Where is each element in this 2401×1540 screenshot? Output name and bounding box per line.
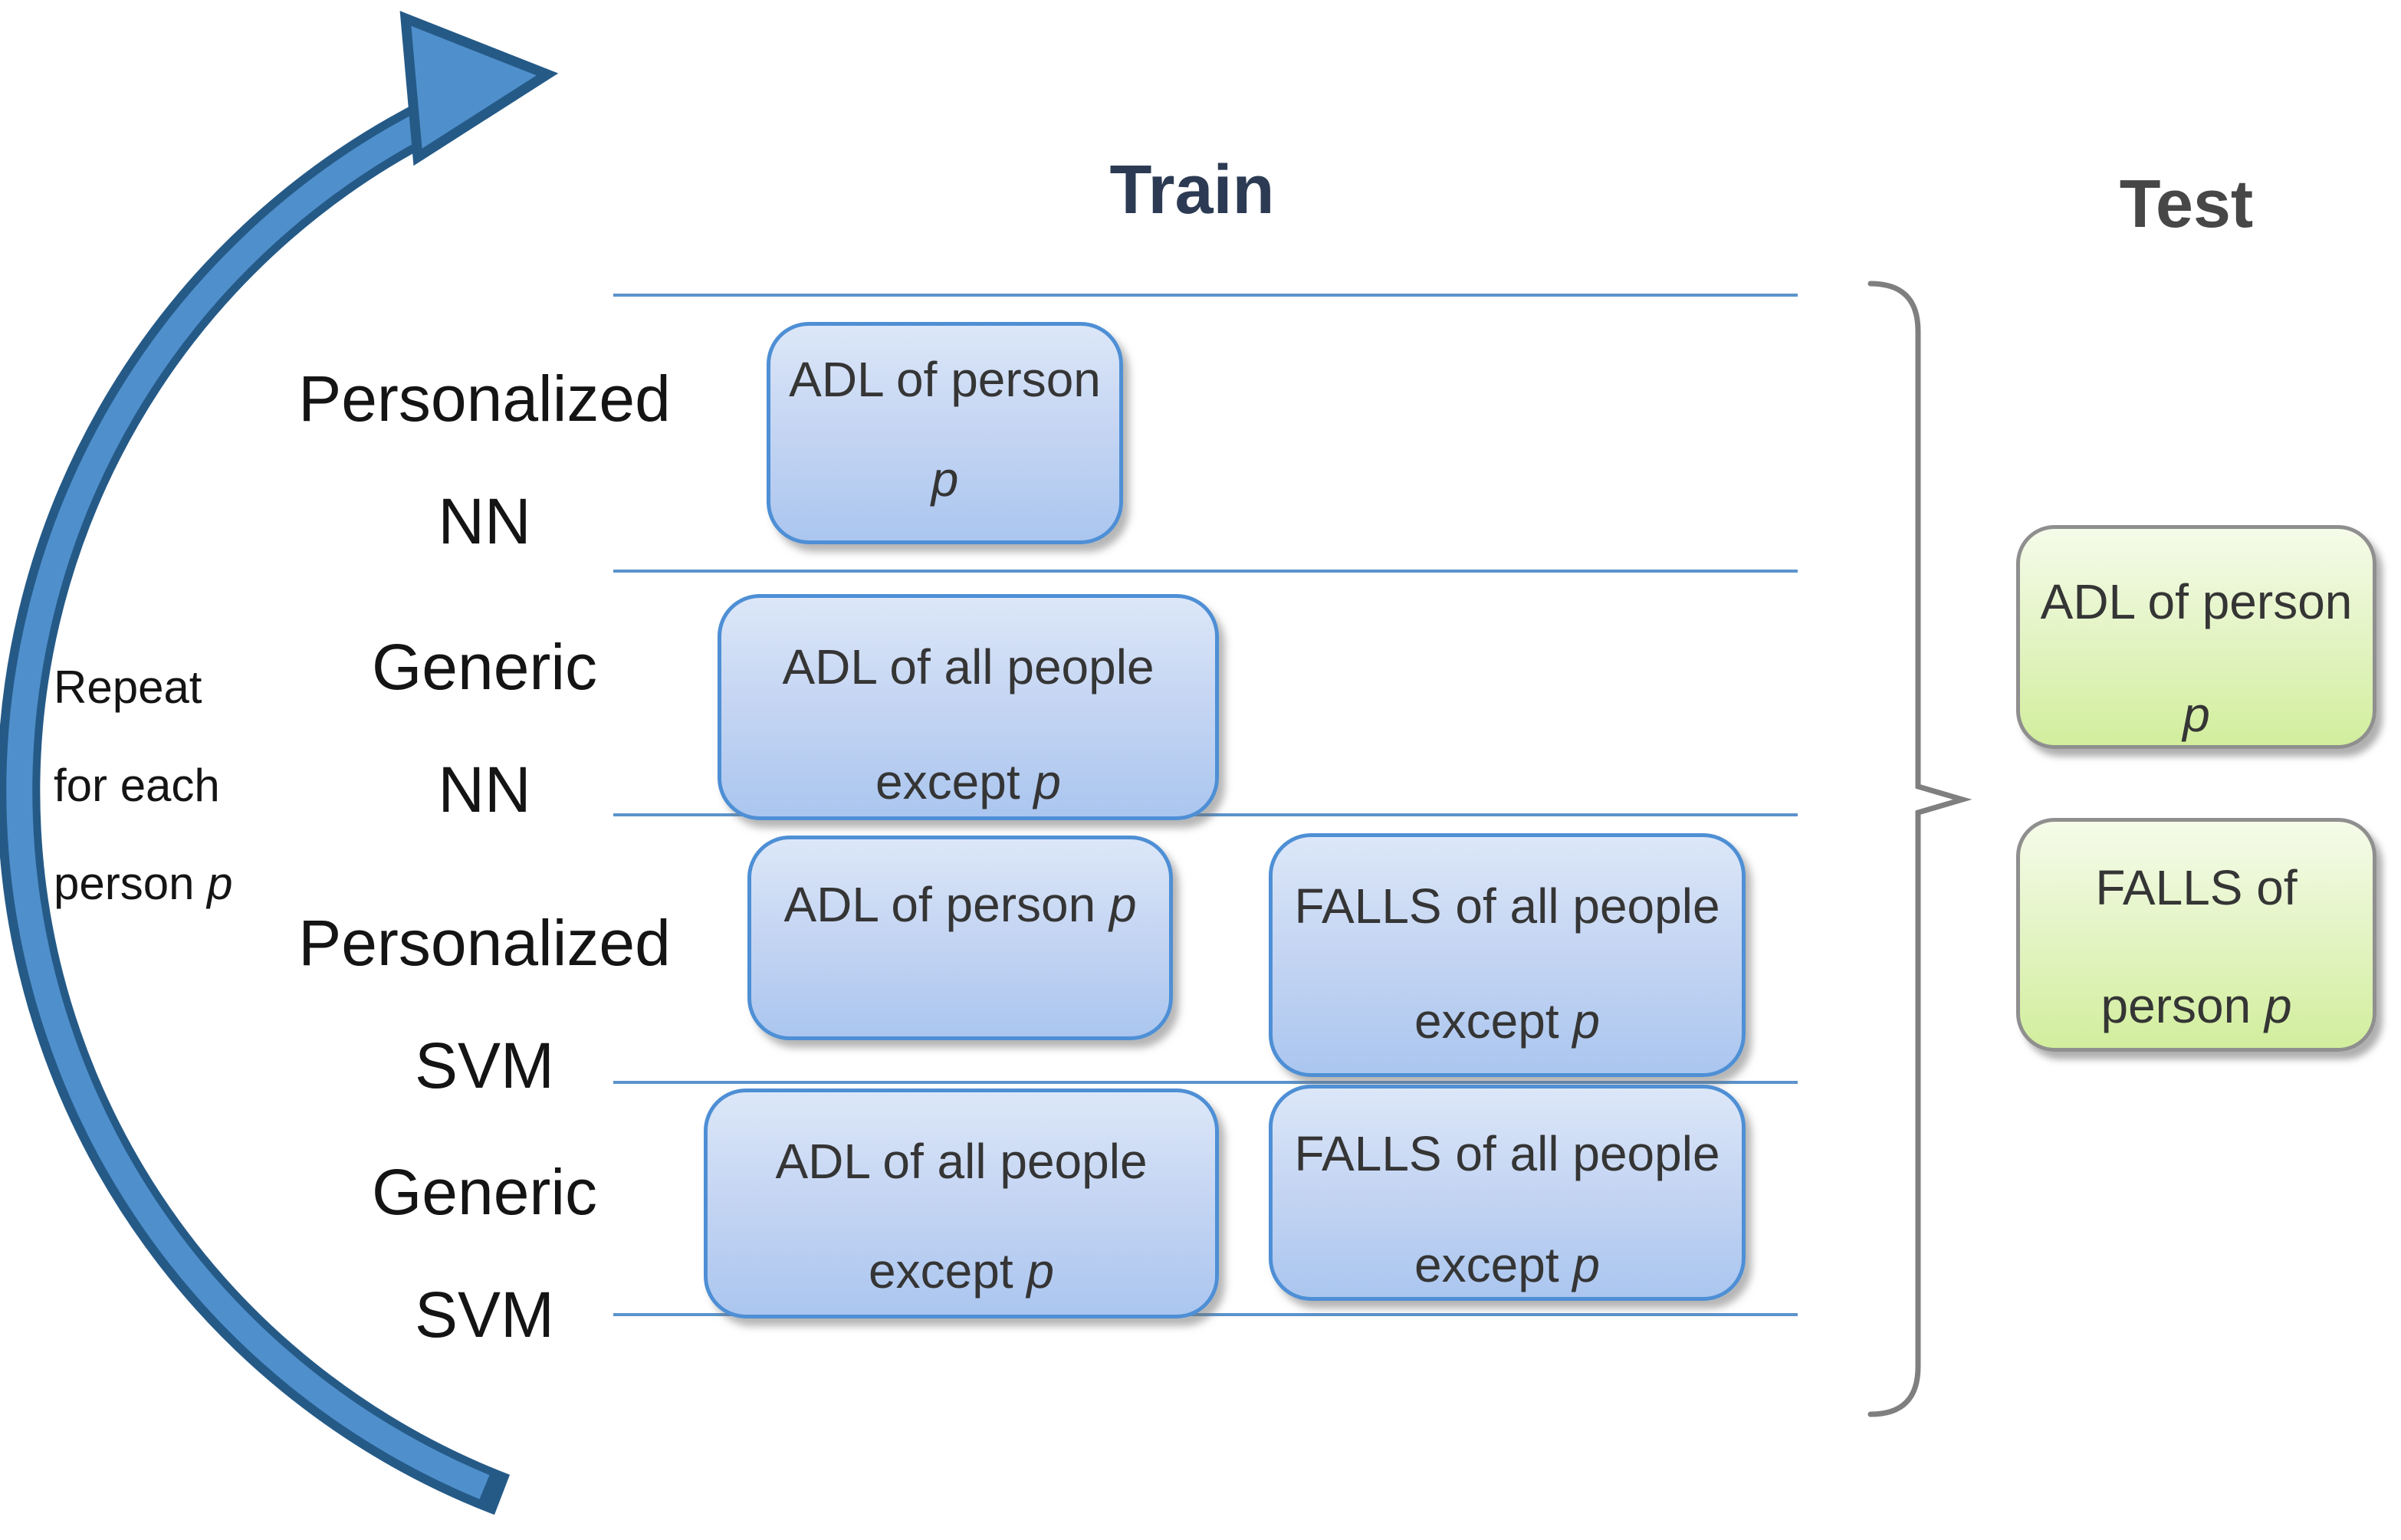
box-text-line: except p [875, 754, 1061, 809]
train-box-generic-nn-adl: ADL of all people except p [718, 594, 1219, 820]
train-column-title: Train [1109, 152, 1275, 228]
train-box-generic-svm-adl: ADL of all people except p [704, 1089, 1219, 1318]
box-text-line: ADL of person p [783, 877, 1137, 932]
box-text-line: p [931, 451, 959, 507]
box-text-line: except p [1414, 993, 1600, 1049]
train-box-generic-svm-falls: FALLS of all people except p [1269, 1085, 1746, 1301]
repeat-arrow-head-icon [399, 11, 559, 166]
repeat-caption-line: person p [54, 858, 233, 909]
box-text-line: FALLS of all people [1294, 1126, 1720, 1181]
box-text-line: FALLS of [2095, 860, 2298, 915]
box-text-line: person p [2100, 978, 2292, 1033]
train-box-personalized-svm-adl: ADL of person p [747, 836, 1173, 1040]
repeat-caption-line: for each [54, 760, 220, 811]
train-box-personalized-svm-falls: FALLS of all people except p [1269, 833, 1746, 1077]
test-box-falls: FALLS of person p [2016, 818, 2376, 1052]
box-text-line: except p [1414, 1237, 1600, 1292]
test-box-adl: ADL of person p [2016, 525, 2376, 749]
repeat-caption: Repeat for each person p [54, 639, 330, 933]
train-box-personalized-nn-adl: ADL of person p [767, 322, 1123, 544]
box-text-line: FALLS of all people [1294, 878, 1720, 934]
box-text-line: p [2183, 687, 2210, 742]
repeat-arrow-shaft [6, 107, 490, 1499]
box-text-line: ADL of all people [782, 639, 1155, 694]
box-text-line: ADL of person [789, 352, 1101, 407]
box-text-line: ADL of person [2040, 574, 2353, 629]
box-text-line: ADL of all people [775, 1134, 1148, 1189]
test-grouping-bracket [1867, 281, 1972, 1417]
repeat-caption-line: Repeat [54, 662, 202, 713]
box-text-line: except p [869, 1243, 1054, 1299]
test-column-title: Test [2119, 166, 2254, 241]
